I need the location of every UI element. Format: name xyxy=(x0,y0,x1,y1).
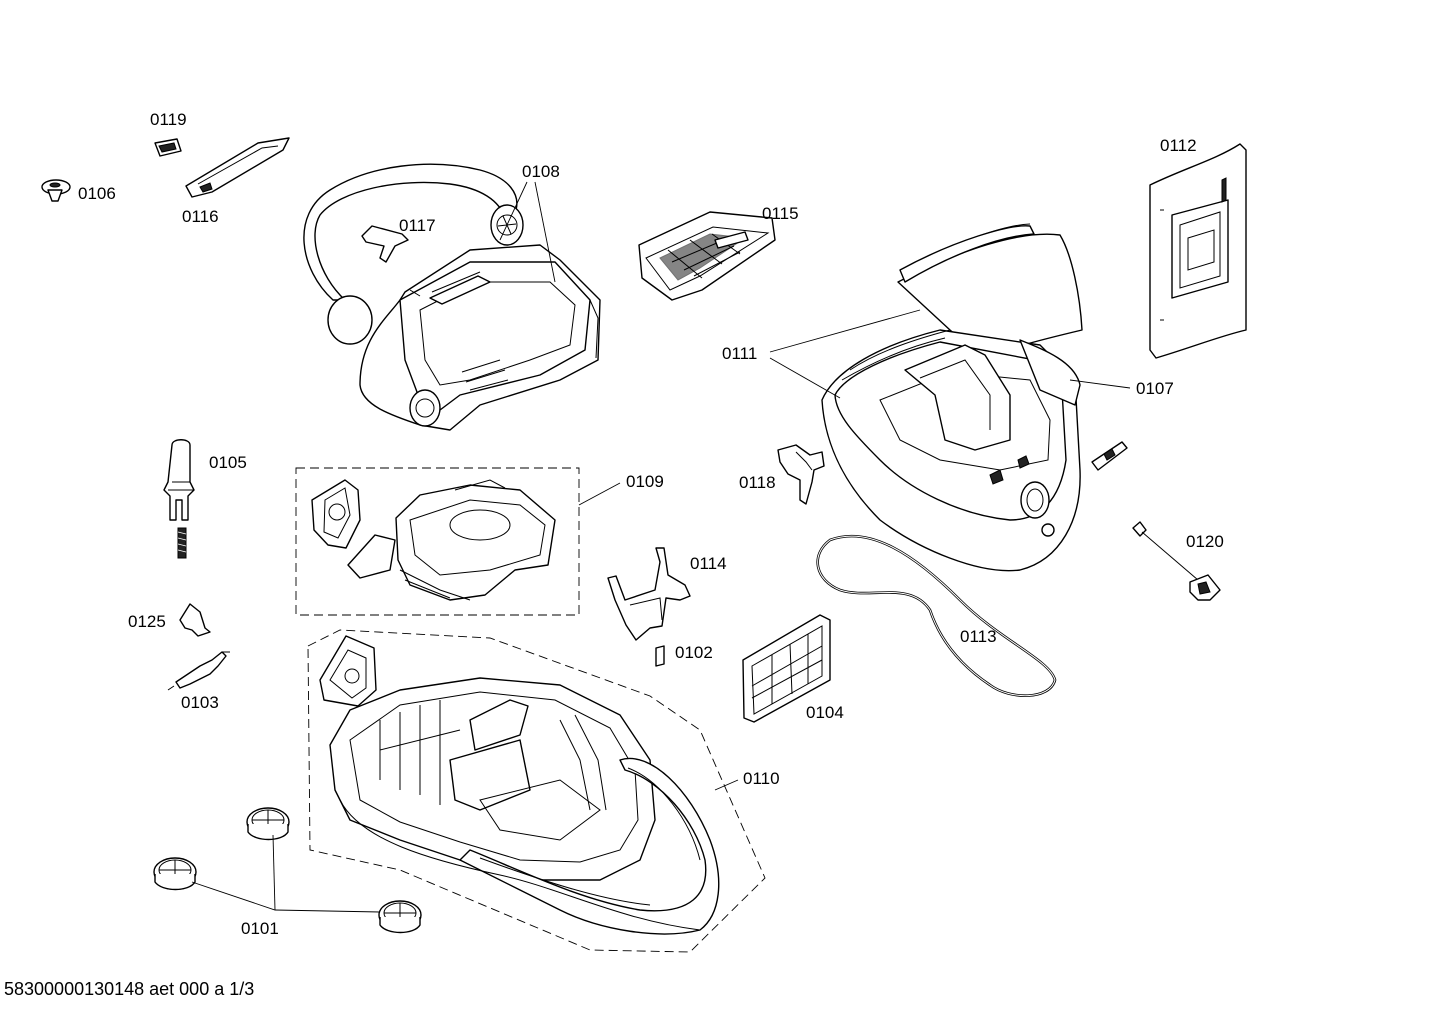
label-0101: 0101 xyxy=(241,919,279,938)
leader-lines xyxy=(191,181,1131,913)
part-0106-knob xyxy=(41,179,71,202)
label-0116: 0116 xyxy=(182,207,219,226)
label-0115: 0115 xyxy=(762,204,799,223)
part-0125-clip xyxy=(179,603,211,637)
label-0109: 0109 xyxy=(626,472,664,491)
part-0117-bracket xyxy=(361,225,409,263)
label-0102: 0102 xyxy=(675,643,713,662)
label-0105: 0105 xyxy=(209,453,247,472)
wheel-3 xyxy=(378,900,422,934)
part-0101-wheels xyxy=(153,807,422,934)
label-0117: 0117 xyxy=(399,216,436,235)
part-0113-seal xyxy=(816,534,1057,697)
label-0103: 0103 xyxy=(181,693,219,712)
part-0109-inner-frame-group xyxy=(295,467,621,616)
label-0104: 0104 xyxy=(806,703,844,722)
label-0106: 0106 xyxy=(78,184,116,203)
part-0102-small-plate xyxy=(655,645,665,667)
label-0118: 0118 xyxy=(739,473,776,492)
part-0103-hook xyxy=(167,651,230,691)
label-0111: 0111 xyxy=(722,344,757,363)
label-0112: 0112 xyxy=(1160,136,1197,155)
label-0114: 0114 xyxy=(690,554,727,573)
label-0119: 0119 xyxy=(150,110,187,129)
part-0118-clip xyxy=(777,444,825,505)
label-0113: 0113 xyxy=(960,627,997,646)
part-0110-base xyxy=(307,629,766,953)
part-labels: 0119 0106 0116 0108 0117 0115 0112 0111 … xyxy=(78,110,1224,938)
part-0108-top-housing xyxy=(303,163,601,431)
part-0116-handle-cover xyxy=(185,137,290,198)
label-0110: 0110 xyxy=(743,769,780,788)
part-0120-cable-plug xyxy=(1132,521,1221,601)
label-0108: 0108 xyxy=(522,162,560,181)
wheel-2 xyxy=(153,857,197,891)
wheel-1 xyxy=(246,807,290,841)
label-0120: 0120 xyxy=(1186,532,1224,551)
label-0107: 0107 xyxy=(1136,379,1174,398)
part-0114-holder xyxy=(607,547,691,641)
part-0105-axle-spring xyxy=(163,439,195,559)
part-0115-exhaust-filter xyxy=(638,211,776,301)
drawing-reference-number: 58300000130148 aet 000 a 1/3 xyxy=(4,979,255,999)
part-0111-0107-upper-cover xyxy=(821,223,1083,572)
label-0125: 0125 xyxy=(128,612,166,631)
part-0104-motor-filter xyxy=(742,614,831,723)
part-0112-dust-bag xyxy=(1149,143,1247,359)
part-0119-clip xyxy=(154,138,182,157)
part-0107-connector xyxy=(1091,441,1128,471)
